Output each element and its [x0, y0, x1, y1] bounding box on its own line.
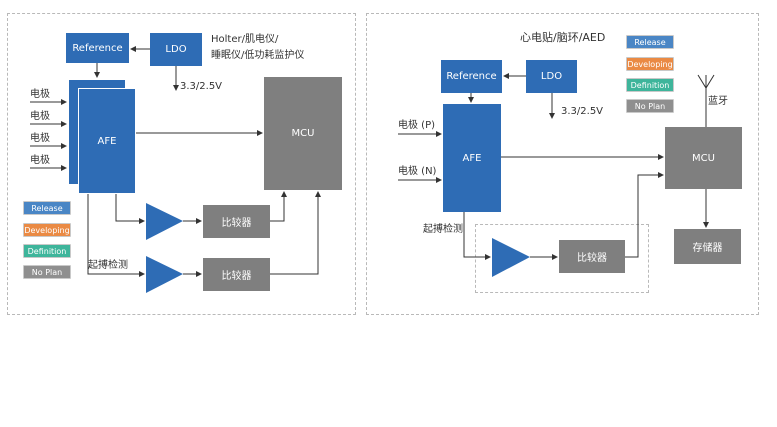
right-reference-block: Reference: [441, 60, 502, 93]
right-mcu-block: MCU: [665, 127, 742, 189]
right-legend-release: Release: [626, 35, 674, 49]
left-ldo-block: LDO: [150, 33, 202, 66]
right-pacing-label: 起搏检测: [423, 224, 463, 235]
right-voltage-label: 3.3/2.5V: [561, 106, 604, 117]
right-comparator: 比较器: [559, 240, 625, 273]
left-legend-no-plan: No Plan: [23, 265, 71, 279]
left-panel: [7, 13, 356, 315]
right-ldo-block: LDO: [526, 60, 577, 93]
right-storage-block: 存储器: [674, 229, 741, 264]
left-electrode-label-2: 电极: [30, 111, 50, 122]
left-afe-block: AFE: [78, 88, 136, 194]
left-legend-definition: Definition: [23, 244, 71, 258]
right-electrode-n-label: 电极 (N): [398, 166, 437, 177]
left-legend-release: Release: [23, 201, 71, 215]
left-amplifier-2-icon: [146, 256, 183, 293]
left-title-line1: Holter/肌电仪/: [211, 34, 279, 45]
right-legend-developing: Developing: [626, 57, 674, 71]
left-wire-pacing: [87, 194, 145, 277]
left-voltage-label: 3.3/2.5V: [180, 81, 223, 92]
left-title-line2: 睡眠仪/低功耗监护仪: [211, 50, 305, 61]
right-pacing-dash-frame: [475, 224, 649, 293]
left-legend-developing: Developing: [23, 223, 71, 237]
left-wire-afe-to-amp1: [115, 194, 145, 224]
left-mcu-block: MCU: [264, 77, 342, 190]
right-legend-no-plan: No Plan: [626, 99, 674, 113]
right-afe-block: AFE: [443, 104, 501, 212]
right-legend-definition: Definition: [626, 78, 674, 92]
right-amplifier-icon: [492, 238, 530, 277]
left-amplifier-1-icon: [146, 203, 183, 240]
left-electrode-label-4: 电极: [30, 155, 50, 166]
right-wire-pacing: [463, 212, 491, 260]
right-title: 心电贴/脑环/AED: [520, 31, 606, 44]
left-comparator-2: 比较器: [203, 258, 270, 291]
right-antenna-icon: [697, 74, 715, 89]
right-bluetooth-label: 蓝牙: [708, 96, 728, 107]
left-electrode-label-3: 电极: [30, 133, 50, 144]
left-reference-block: Reference: [66, 33, 129, 63]
right-wire-comp-to-mcu: [625, 172, 664, 258]
right-panel: [366, 13, 759, 315]
right-electrode-p-label: 电极 (P): [398, 120, 436, 131]
left-wire-comp2-to-mcu: [270, 191, 321, 275]
left-electrode-label-1: 电极: [30, 89, 50, 100]
left-wire-comp1-to-mcu: [270, 191, 287, 222]
left-comparator-1: 比较器: [203, 205, 270, 238]
left-pacing-label: 起搏检测: [88, 260, 128, 271]
